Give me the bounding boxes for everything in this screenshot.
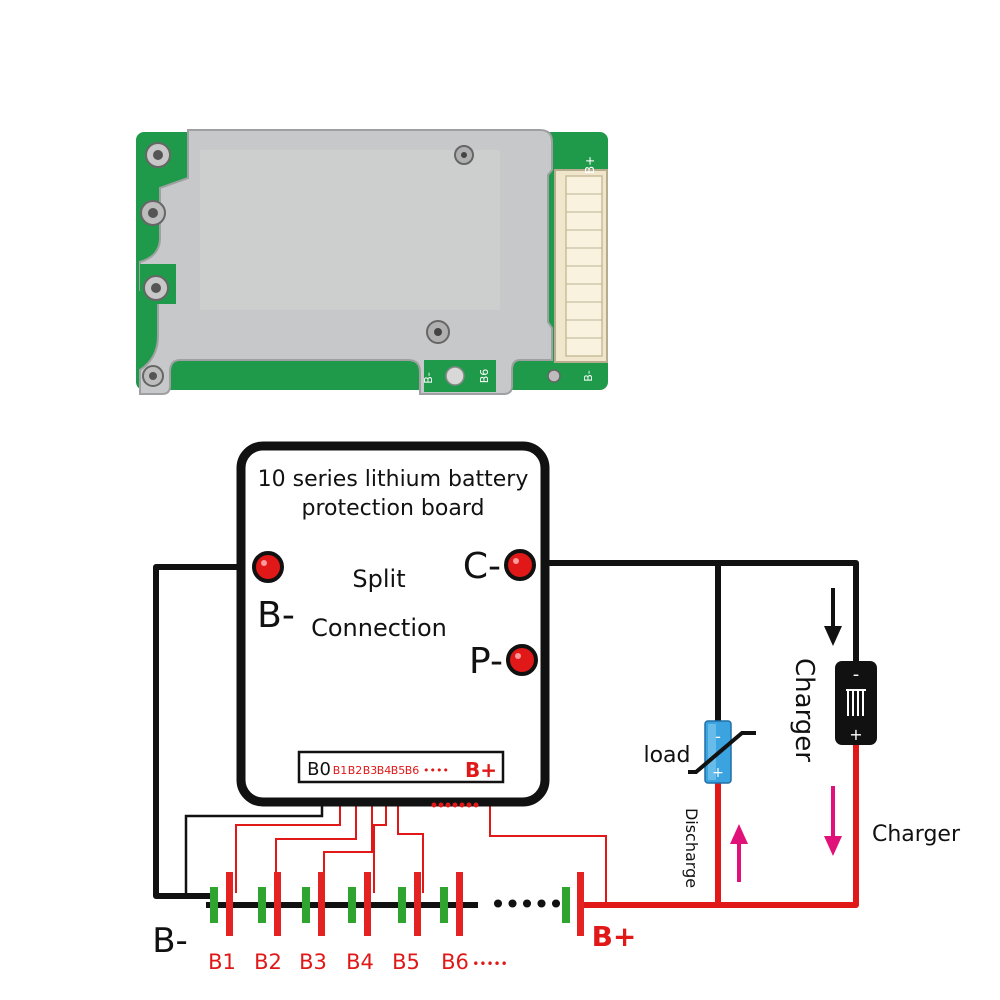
cell-b2: [258, 872, 281, 936]
connection-label: Connection: [311, 614, 447, 642]
cell-last: [562, 872, 584, 936]
c-minus-wire: [524, 560, 859, 665]
header-b3: B3: [363, 764, 378, 777]
discharge-arrow-icon: [730, 824, 748, 882]
terminal-p-minus-label: P-: [469, 641, 503, 682]
bplus-main-wire: [580, 744, 859, 908]
terminal-b-minus-label: B-: [257, 595, 295, 636]
load-minus-sign: -: [715, 727, 721, 746]
cell-labels: B1 B2 B3 B4 B5 B6: [208, 950, 469, 974]
pcb-silk-bplus: B+: [583, 156, 597, 174]
cells-b-plus-label: B+: [592, 920, 637, 953]
load-label: load: [643, 743, 690, 768]
load-component: - +: [688, 720, 756, 784]
header-bplus: B+: [465, 758, 497, 782]
header-b4: B4: [377, 764, 392, 777]
charger-vertical-label: Charger: [789, 658, 819, 762]
pcb-silk-bminus-left: B-: [422, 372, 435, 384]
load-variable-arrow: [688, 731, 756, 774]
cell-b3: [302, 872, 325, 936]
terminal-c-minus-label: C-: [463, 546, 501, 587]
header-dotted-line: [431, 802, 479, 808]
cell-label-b2: B2: [254, 950, 282, 974]
header-b1: B1: [333, 764, 348, 777]
terminal-p-minus: [506, 644, 538, 676]
cell-label-b6: B6: [441, 950, 469, 974]
board-title-line2: protection board: [302, 496, 485, 521]
charger-minus-sign: -: [853, 664, 860, 685]
bms-board-photo: B+ B- B6 B-: [136, 129, 608, 395]
cell-label-b5: B5: [392, 950, 420, 974]
bottom-pad: [424, 360, 561, 392]
cell-label-b3: B3: [299, 950, 327, 974]
cells-more-dots: •••••: [490, 888, 563, 921]
red-power-wires: [580, 744, 859, 908]
battery-cells: [210, 872, 584, 936]
cells-b-minus-label: B-: [152, 921, 188, 961]
pcb-silk-bminus-right: B-: [582, 370, 595, 382]
pcb-silk-b6: B6: [478, 369, 491, 384]
shield-highlight: [200, 150, 500, 310]
header-b2: B2: [348, 764, 363, 777]
header-b6: B6: [405, 764, 420, 777]
charge-current-arrow-icon: [824, 786, 842, 856]
charge-in-arrow-icon: [824, 588, 842, 646]
terminal-b-minus: [252, 551, 284, 583]
header-b0: B0: [307, 759, 331, 780]
bms-board-outline: [236, 441, 550, 807]
left-solder-pads: [140, 136, 180, 387]
split-label: Split: [352, 565, 405, 593]
terminal-c-minus: [504, 549, 536, 581]
cell-b5: [398, 872, 421, 936]
cell-b6: [440, 872, 463, 936]
balance-connector: [554, 169, 608, 363]
cell-label-b4: B4: [346, 950, 374, 974]
discharge-label: Discharge: [682, 808, 701, 888]
black-wires: [153, 560, 859, 899]
cell-label-more: •••••: [472, 957, 507, 971]
board-title-line1: 10 series lithium battery: [258, 467, 529, 492]
cell-label-b1: B1: [208, 950, 236, 974]
charger-direction-label: Charger: [872, 822, 961, 847]
header-dots: ••••: [423, 764, 449, 777]
balance-header-box: [297, 750, 505, 784]
b-minus-wire: [153, 564, 268, 899]
shield-screws: [426, 145, 474, 344]
header-b5: B5: [391, 764, 406, 777]
charger-plus-sign: +: [849, 725, 862, 744]
cell-b4: [348, 872, 371, 936]
charger-component: - +: [835, 661, 877, 745]
cell-b1: [210, 872, 233, 936]
load-plus-sign: +: [712, 765, 724, 781]
